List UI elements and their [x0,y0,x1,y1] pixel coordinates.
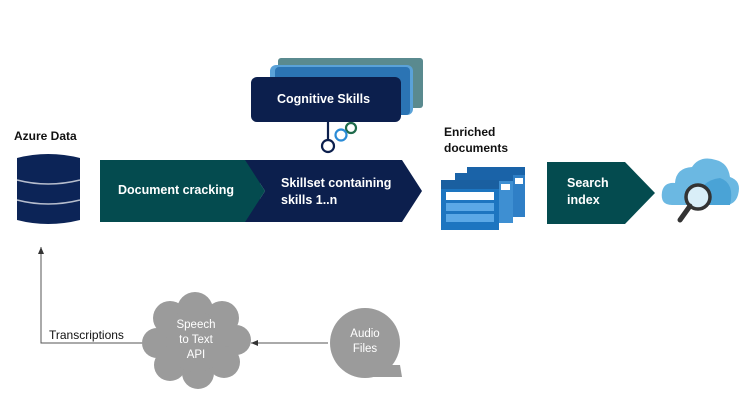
speech-line-2: to Text [179,334,213,346]
speech-cloud-shape [142,292,251,389]
audio-line-1: Audio [350,328,380,340]
search-index-line-1: Search [567,176,609,190]
transcriptions-connector [38,247,145,344]
azure-data-label: Azure Data [14,129,77,143]
document-cracking-stage [100,160,260,222]
skillset-label: Skillset containing skills 1..n [281,175,391,209]
database-icon [16,154,81,224]
pipeline-arrow [100,160,422,222]
search-index-line-2: index [567,193,600,207]
cognitive-skills-label: Cognitive Skills [277,92,371,106]
speech-line-1: Speech [176,319,216,331]
cognitive-skills-card [251,77,401,122]
skillset-stage [245,160,422,222]
document-cracking-label: Document cracking [118,183,235,197]
search-index-label: Search index [567,175,609,209]
speech-line-3: API [186,349,206,361]
skillset-line-1: Skillset containing [281,176,392,190]
stacked-documents-icon [441,167,525,230]
skillset-line-2: skills 1..n [281,193,338,207]
enriched-line-2: documents [444,141,509,155]
cognitive-skills-stack [251,58,423,122]
enriched-line-1: Enriched [444,125,496,139]
speech-to-text-api-node: Speech to Text API [166,318,226,363]
transcriptions-label: Transcriptions [49,328,124,342]
enriched-documents-label: Enriched documents [444,124,508,156]
audio-line-2: Files [352,343,378,355]
audio-files-node: Audio Files [340,327,390,357]
linked-rings-icon [320,121,358,154]
audio-bubble-shape [330,308,402,378]
cloud-search-icon [661,158,739,223]
search-index-arrow [547,162,655,224]
